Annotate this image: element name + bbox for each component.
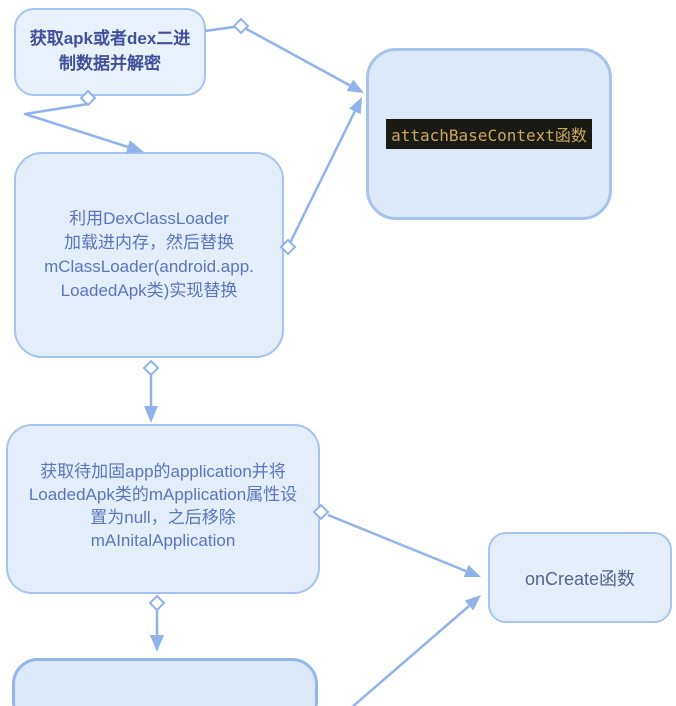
node-on-create: onCreate函数 <box>488 532 672 623</box>
arrow-decrypt-to-attachbasecontext <box>204 17 364 93</box>
node-attach-base-context: attachBaseContext函数 <box>366 48 612 220</box>
node-decrypt-label: 获取apk或者dex二进 制数据并解密 <box>29 29 191 73</box>
node-set-application-null: 获取待加固app的application并将 LoadedApk类的mAppli… <box>6 424 320 594</box>
waypoint-diamond <box>142 359 160 377</box>
arrow-setapplication-to-oncreate <box>312 503 481 577</box>
node-bottom-partial <box>12 658 318 706</box>
node-dexclassloader-load: 利用DexClassLoader 加载进内存，然后替换 mClassLoader… <box>14 152 284 358</box>
node-on-create-label: onCreate函数 <box>524 568 636 589</box>
waypoint-diamond <box>148 594 166 612</box>
arrow-bottom-to-oncreate <box>351 595 481 706</box>
arrow-dexclassloader-to-setapplication <box>142 359 160 423</box>
attach-base-context-code-label: attachBaseContext函数 <box>386 119 592 149</box>
arrow-dexclassloader-to-attachbasecontext <box>279 97 362 256</box>
waypoint-diamond <box>232 17 250 35</box>
node-set-application-label: 获取待加固app的application并将 LoadedApk类的mAppli… <box>28 462 298 551</box>
node-dexclassloader-label: 利用DexClassLoader 加载进内存，然后替换 mClassLoader… <box>44 209 254 300</box>
node-decrypt-apk-dex: 获取apk或者dex二进 制数据并解密 <box>14 8 206 96</box>
arrow-setapplication-to-bottom <box>148 594 166 652</box>
arrow-decrypt-to-dexclassloader <box>23 89 144 154</box>
